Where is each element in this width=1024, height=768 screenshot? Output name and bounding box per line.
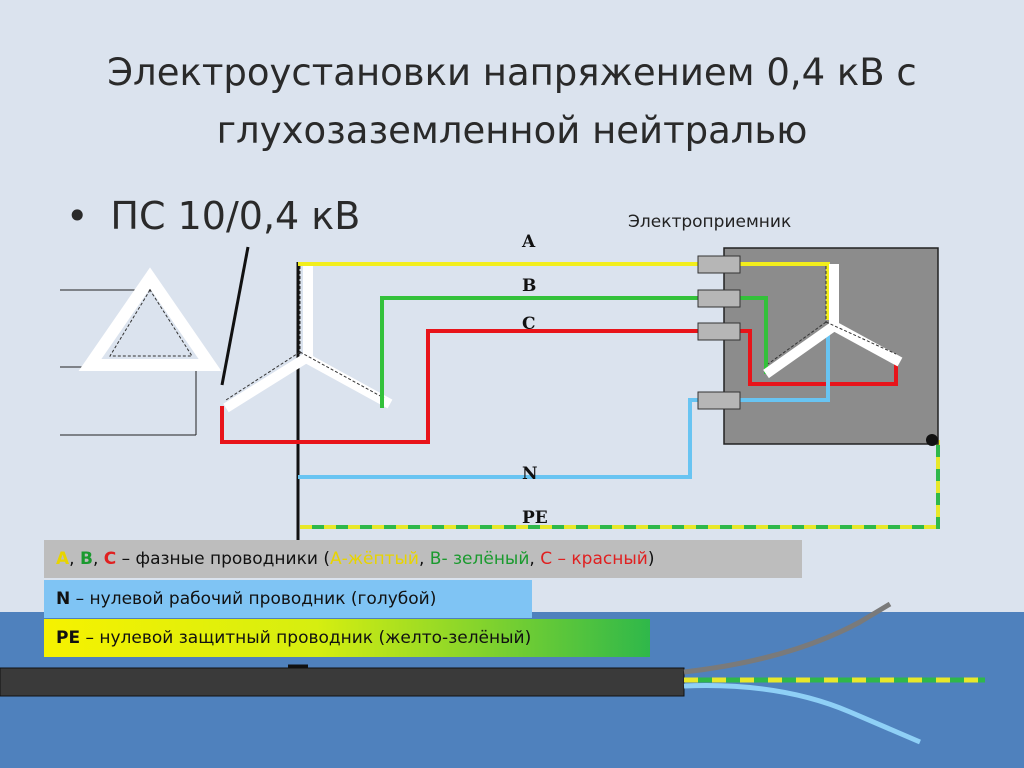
title-line-1: Электроустановки напряжением 0,4 кВ с bbox=[107, 51, 917, 94]
legend-pe: PE – нулевой защитный проводник (желто-з… bbox=[44, 619, 650, 657]
legend-neutral-text: – нулевой рабочий проводник (голубой) bbox=[70, 589, 437, 609]
conductor-label-b: B bbox=[522, 276, 537, 296]
legend-phase-a-desc: А-жёптый bbox=[329, 549, 419, 569]
legend-phase-sep2: , bbox=[92, 549, 104, 569]
wire-phase-b bbox=[380, 296, 768, 408]
legend-phase-close: ) bbox=[647, 549, 655, 569]
cable-gray-wire bbox=[683, 601, 892, 675]
secondary-star-winding bbox=[223, 264, 393, 413]
wire-pe-green bbox=[300, 440, 940, 529]
receiver-ground-point bbox=[926, 434, 938, 446]
terminal-b bbox=[697, 289, 741, 308]
switch-blade bbox=[220, 246, 250, 386]
legend-phase-sep1: , bbox=[69, 549, 80, 569]
legend-phase-sep4: , bbox=[529, 549, 541, 569]
legend-phase-b-key: В bbox=[79, 549, 93, 569]
terminal-a bbox=[697, 255, 741, 274]
bullet-item: • ПС 10/0,4 кВ bbox=[66, 194, 360, 238]
legend-pe-key: PE bbox=[56, 628, 81, 648]
legend-phase-b-desc: В- зелёный bbox=[429, 549, 530, 569]
wire-phase-c bbox=[220, 329, 898, 444]
receiver-label: Электроприемник bbox=[628, 212, 792, 232]
cable-sheath bbox=[0, 667, 685, 697]
wire-neutral bbox=[298, 330, 830, 479]
legend-phase-c-desc: С – красный bbox=[540, 549, 648, 569]
legend-phase: А, В, С – фазные проводники (А-жёптый, В… bbox=[44, 540, 802, 578]
conductor-label-c: C bbox=[522, 314, 536, 334]
legend-phase-a-key: А bbox=[56, 549, 70, 569]
wire-phase-a bbox=[298, 262, 830, 320]
conductor-label-pe: PE bbox=[522, 508, 548, 528]
legend-neutral: N – нулевой рабочий проводник (голубой) bbox=[44, 580, 532, 618]
delta-winding bbox=[78, 267, 222, 371]
conductor-label-n: N bbox=[522, 464, 538, 484]
legend-phase-c-key: С bbox=[103, 549, 117, 569]
legend-phase-dash: – фазные проводники ( bbox=[116, 549, 330, 569]
wire-pe-yellow bbox=[300, 440, 940, 529]
terminal-c bbox=[697, 322, 741, 341]
slide-title: Электроустановки напряжением 0,4 кВ с гл… bbox=[0, 44, 1024, 160]
bullet-dot-icon: • bbox=[66, 194, 89, 238]
title-line-2: глухозаземленной нейтралью bbox=[216, 109, 808, 152]
legend-pe-text: – нулевой защитный проводник (желто-зелё… bbox=[80, 628, 532, 648]
bullet-text: ПС 10/0,4 кВ bbox=[110, 194, 361, 238]
legend-phase-sep3: , bbox=[418, 549, 430, 569]
terminal-n bbox=[697, 391, 741, 410]
load-star-winding bbox=[763, 264, 903, 379]
cable-blue-wire bbox=[683, 683, 921, 745]
conductor-label-a: A bbox=[522, 232, 536, 252]
legend-neutral-key: N bbox=[56, 589, 71, 609]
